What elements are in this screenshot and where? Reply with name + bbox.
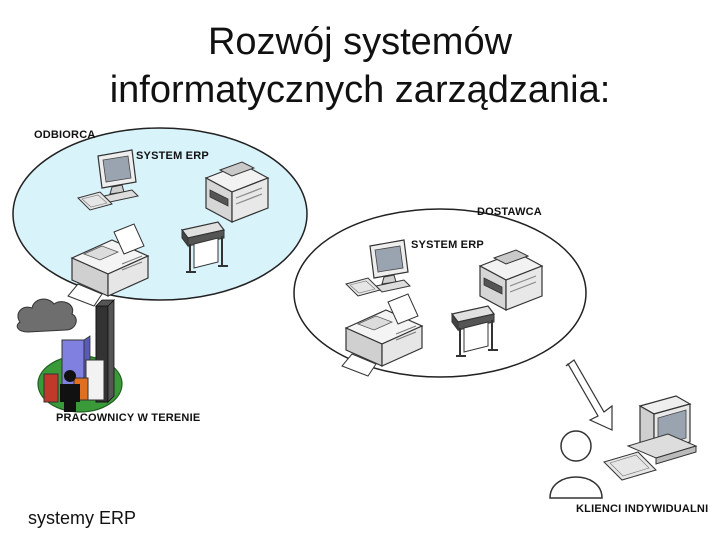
slide-title: Rozwój systemów informatycznych zarządza… [0,18,720,114]
title-line-1: Rozwój systemów [207,21,513,63]
klienci-label: KLIENCI INDYWIDUALNI [576,503,709,515]
footer-caption: systemy ERP [28,508,137,528]
worker-person-icon [60,370,80,412]
klient-person-icon [549,430,603,499]
field-workers-illustration [16,298,123,413]
dostawca-label: DOSTAWCA [477,206,542,218]
odbiorca-label: ODBIORCA [34,129,96,141]
klient-computer-icon [626,395,698,465]
arrow-to-klienci [565,359,613,431]
pracownicy-label: PRACOWNICY W TERENIE [56,412,201,424]
klient-keyboard-icon [603,451,657,481]
system-erp-label-1: SYSTEM ERP [136,150,209,162]
red-building [43,373,59,403]
title-line-2: informatycznych zarządzania: [109,69,611,111]
white-building [85,359,105,401]
cloud-icon [16,298,77,333]
system-erp-label-2: SYSTEM ERP [411,239,484,251]
